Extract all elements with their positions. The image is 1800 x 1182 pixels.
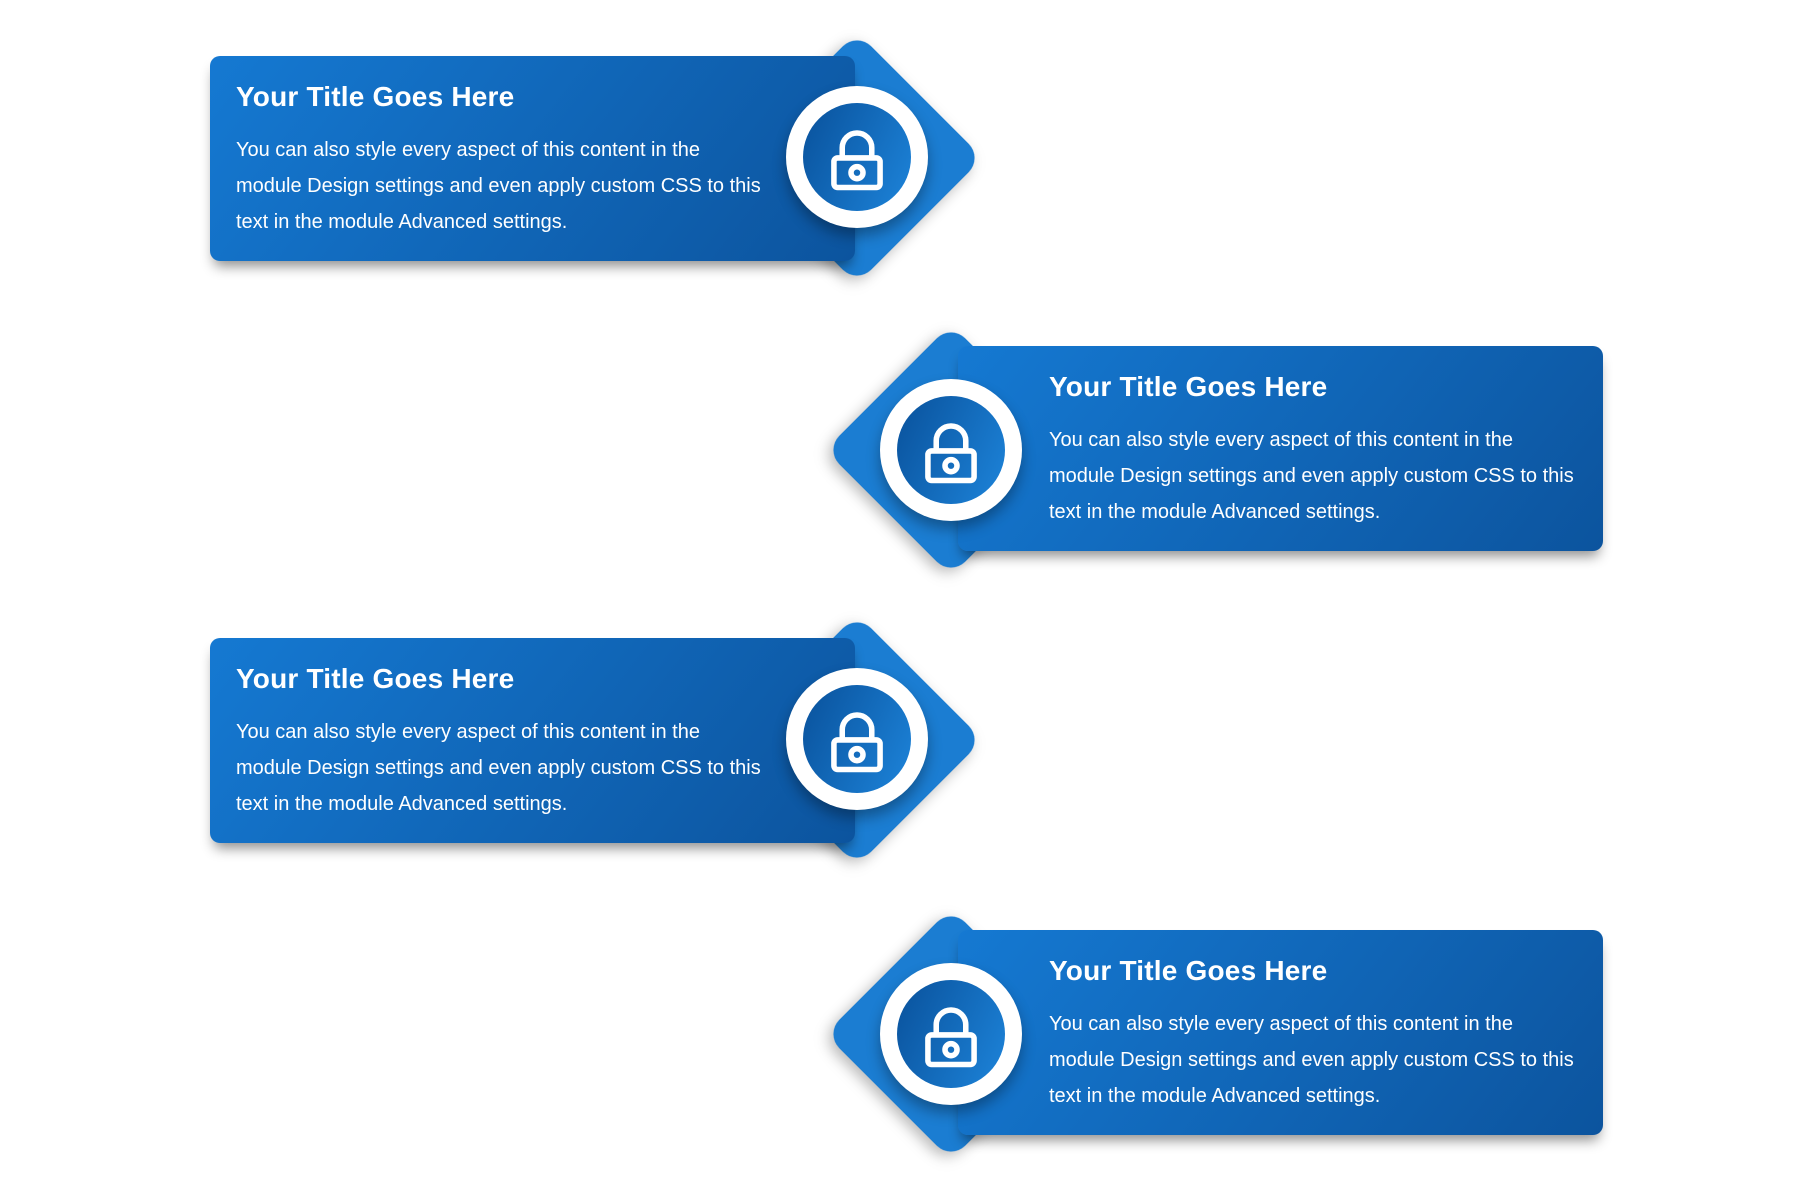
blurb-title: Your Title Goes Here [236, 663, 515, 694]
blurb-body-line: text in the module Advanced settings. [1049, 1085, 1381, 1107]
blurb-title: Your Title Goes Here [1049, 955, 1328, 986]
icon-ring [880, 379, 1022, 521]
blurb-title: Your Title Goes Here [236, 81, 515, 112]
blurb-body-line: module Design settings and even apply cu… [1049, 1049, 1574, 1071]
blurb-2: Your Title Goes Here You can also style … [825, 324, 1603, 580]
blurb-body-line: You can also style every aspect of this … [236, 721, 700, 743]
blurb-title: Your Title Goes Here [1049, 371, 1328, 402]
icon-circle [897, 396, 1005, 504]
blurb-body-line: text in the module Advanced settings. [236, 793, 568, 815]
blurb-body-line: You can also style every aspect of this … [1049, 429, 1513, 451]
blurb-3: Your Title Goes Here You can also style … [210, 614, 988, 871]
lock-icon [831, 130, 883, 191]
blurb-card: Your Title Goes Here You can also style … [210, 638, 855, 843]
blurb-body-line: You can also style every aspect of this … [1049, 1013, 1513, 1035]
lock-icon [831, 712, 883, 773]
icon-ring [786, 86, 928, 228]
icon-circle [803, 685, 911, 793]
blurb-body-line: module Design settings and even apply cu… [236, 175, 761, 197]
lock-icon [925, 423, 977, 484]
blurb-body-line: text in the module Advanced settings. [236, 211, 568, 233]
icon-circle [803, 103, 911, 211]
blurb-body-line: text in the module Advanced settings. [1049, 501, 1381, 523]
blurb-1: Your Title Goes Here You can also style … [210, 32, 988, 289]
icon-circle [897, 980, 1005, 1088]
icon-ring [880, 963, 1022, 1105]
icon-ring [786, 668, 928, 810]
blurb-4: Your Title Goes Here You can also style … [825, 908, 1603, 1164]
blurb-body-line: You can also style every aspect of this … [236, 139, 700, 161]
lock-icon [925, 1007, 977, 1068]
blurb-body-line: module Design settings and even apply cu… [1049, 465, 1574, 487]
blurb-body-line: module Design settings and even apply cu… [236, 757, 761, 779]
blurb-card: Your Title Goes Here You can also style … [210, 56, 855, 261]
blurb-card: Your Title Goes Here You can also style … [958, 346, 1603, 551]
blurb-card: Your Title Goes Here You can also style … [958, 930, 1603, 1135]
